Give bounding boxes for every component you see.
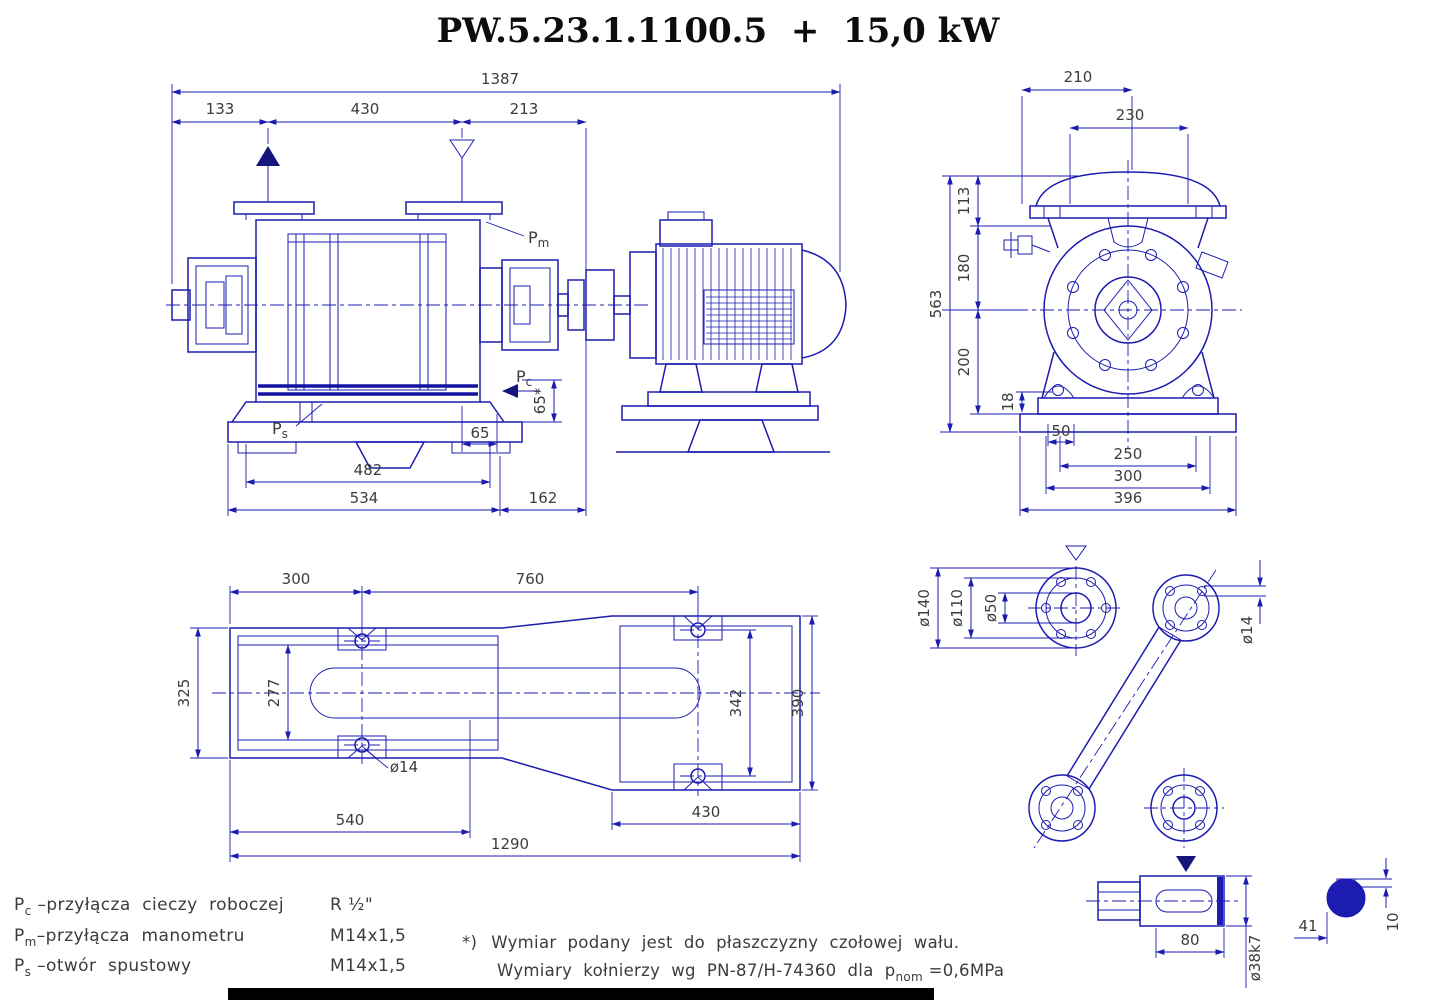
top-dim-540: 540 xyxy=(336,811,365,829)
key-dim-10: 10 xyxy=(1384,912,1402,931)
elbow-pipe xyxy=(1028,569,1220,849)
front-dim-250: 250 xyxy=(1114,445,1143,463)
shaft-dim-80: 80 xyxy=(1180,931,1199,949)
legend: Pc –przyłącza cieczy roboczej R ½" Pm–pr… xyxy=(14,895,406,979)
key-cross-section: 41 10 xyxy=(1294,858,1402,944)
discharge-port xyxy=(405,139,503,220)
notes: *)Wymiar podany jest do płaszczyzny czoł… xyxy=(462,933,1004,984)
gauge-fitting xyxy=(1003,232,1051,258)
top-dome xyxy=(1035,171,1221,207)
legend-row-pm: Pm–przyłącza manometru xyxy=(14,926,245,949)
flange-dim-50: ø50 xyxy=(982,594,1000,622)
legend-value-ps: M14x1,5 xyxy=(330,956,406,976)
shaft-detail: 80 ø38k7 xyxy=(1086,856,1264,988)
motor-body xyxy=(655,243,803,365)
top-dim-342: 342 xyxy=(727,689,745,718)
side-view: 1387 133 430 213 Pm Pc 65* Ps 65 482 xyxy=(166,70,847,516)
top-dim-760: 760 xyxy=(516,570,545,588)
side-dim-133: 133 xyxy=(206,100,235,118)
note-line-1: *)Wymiar podany jest do płaszczyzny czoł… xyxy=(462,933,959,952)
shaft-section-circle xyxy=(1326,878,1366,918)
front-dim-113: 113 xyxy=(955,187,973,216)
top-flange-plate xyxy=(1029,205,1227,219)
front-dim-180: 180 xyxy=(955,254,973,283)
motor xyxy=(616,211,847,453)
top-dim-325: 325 xyxy=(175,679,193,708)
flange-dim-110: ø110 xyxy=(948,589,966,627)
shaft-dim-38k7: ø38k7 xyxy=(1246,935,1264,982)
flow-marker-open xyxy=(449,139,475,159)
datum-marker xyxy=(1176,856,1196,872)
note-line-2: Wymiary kołnierzy wg PN-87/H-74360 dla p… xyxy=(497,961,1004,984)
drain-sump xyxy=(354,441,426,469)
suction-port xyxy=(233,146,315,220)
pump-base xyxy=(227,401,523,469)
pump-body xyxy=(255,219,481,403)
bottom-artifact-bar xyxy=(228,988,934,1000)
front-base xyxy=(1019,384,1237,433)
side-dim-162: 162 xyxy=(529,489,558,507)
front-dim-210: 210 xyxy=(1064,68,1093,86)
front-dim-200: 200 xyxy=(955,348,973,377)
side-dim-482: 482 xyxy=(354,461,383,479)
flange-dim-14: ø14 xyxy=(1238,616,1256,644)
top-dim-300: 300 xyxy=(282,570,311,588)
side-dim-65-vertical: 65* xyxy=(531,387,549,414)
front-dim-18: 18 xyxy=(999,392,1017,411)
keyway xyxy=(1155,889,1213,913)
top-dim-430: 430 xyxy=(692,803,721,821)
front-dim-396: 396 xyxy=(1114,489,1143,507)
drawing-title: PW.5.23.1.1100.5 + 15,0 kW xyxy=(437,11,1001,51)
legend-value-pm: M14x1,5 xyxy=(330,926,406,946)
top-dim-1290: 1290 xyxy=(491,835,529,853)
motor-plate xyxy=(703,289,795,345)
legend-row-pc: Pc –przyłącza cieczy roboczej xyxy=(14,895,284,918)
key-slot xyxy=(1336,878,1356,888)
top-dim-hole-14: ø14 xyxy=(390,758,418,776)
label-pc: Pc xyxy=(516,367,532,389)
front-dim-230: 230 xyxy=(1116,106,1145,124)
bearing-housing-right xyxy=(479,259,569,351)
bearing-housing-left xyxy=(171,257,257,353)
side-dim-1387: 1387 xyxy=(481,70,519,88)
flow-marker-open-flange xyxy=(1065,545,1087,561)
legend-row-ps: Ps –otwór spustowy xyxy=(14,956,192,979)
side-dim-534: 534 xyxy=(350,489,379,507)
front-dim-563: 563 xyxy=(927,290,945,319)
pc-arrow xyxy=(502,384,518,398)
side-dim-65: 65 xyxy=(470,424,489,442)
top-dim-390: 390 xyxy=(789,689,807,718)
front-dim-300: 300 xyxy=(1114,467,1143,485)
side-dim-213: 213 xyxy=(510,100,539,118)
pump-casing-circle xyxy=(1043,225,1213,395)
baseplate-outline xyxy=(229,615,801,791)
front-view: 210 230 113 180 200 563 18 50 250 300 xyxy=(927,68,1242,516)
flow-marker-filled xyxy=(256,146,280,166)
baseplate-slot xyxy=(309,667,701,719)
flange-dim-140: ø140 xyxy=(915,589,933,627)
shaft-end xyxy=(1139,875,1225,927)
top-view: 300 760 325 277 342 390 ø14 540 430 1290 xyxy=(175,570,820,862)
label-ps: Ps xyxy=(272,419,288,441)
flange-detail: ø140 ø110 ø50 xyxy=(915,545,1266,849)
side-dim-430: 430 xyxy=(351,100,380,118)
top-dim-277: 277 xyxy=(265,679,283,708)
key-dim-41: 41 xyxy=(1298,917,1317,935)
front-dim-50: 50 xyxy=(1051,422,1070,440)
legend-value-pc: R ½" xyxy=(330,895,373,915)
drain-nozzle xyxy=(1195,251,1229,279)
label-pm: Pm xyxy=(528,228,549,250)
counter-flange-face xyxy=(1144,768,1224,848)
